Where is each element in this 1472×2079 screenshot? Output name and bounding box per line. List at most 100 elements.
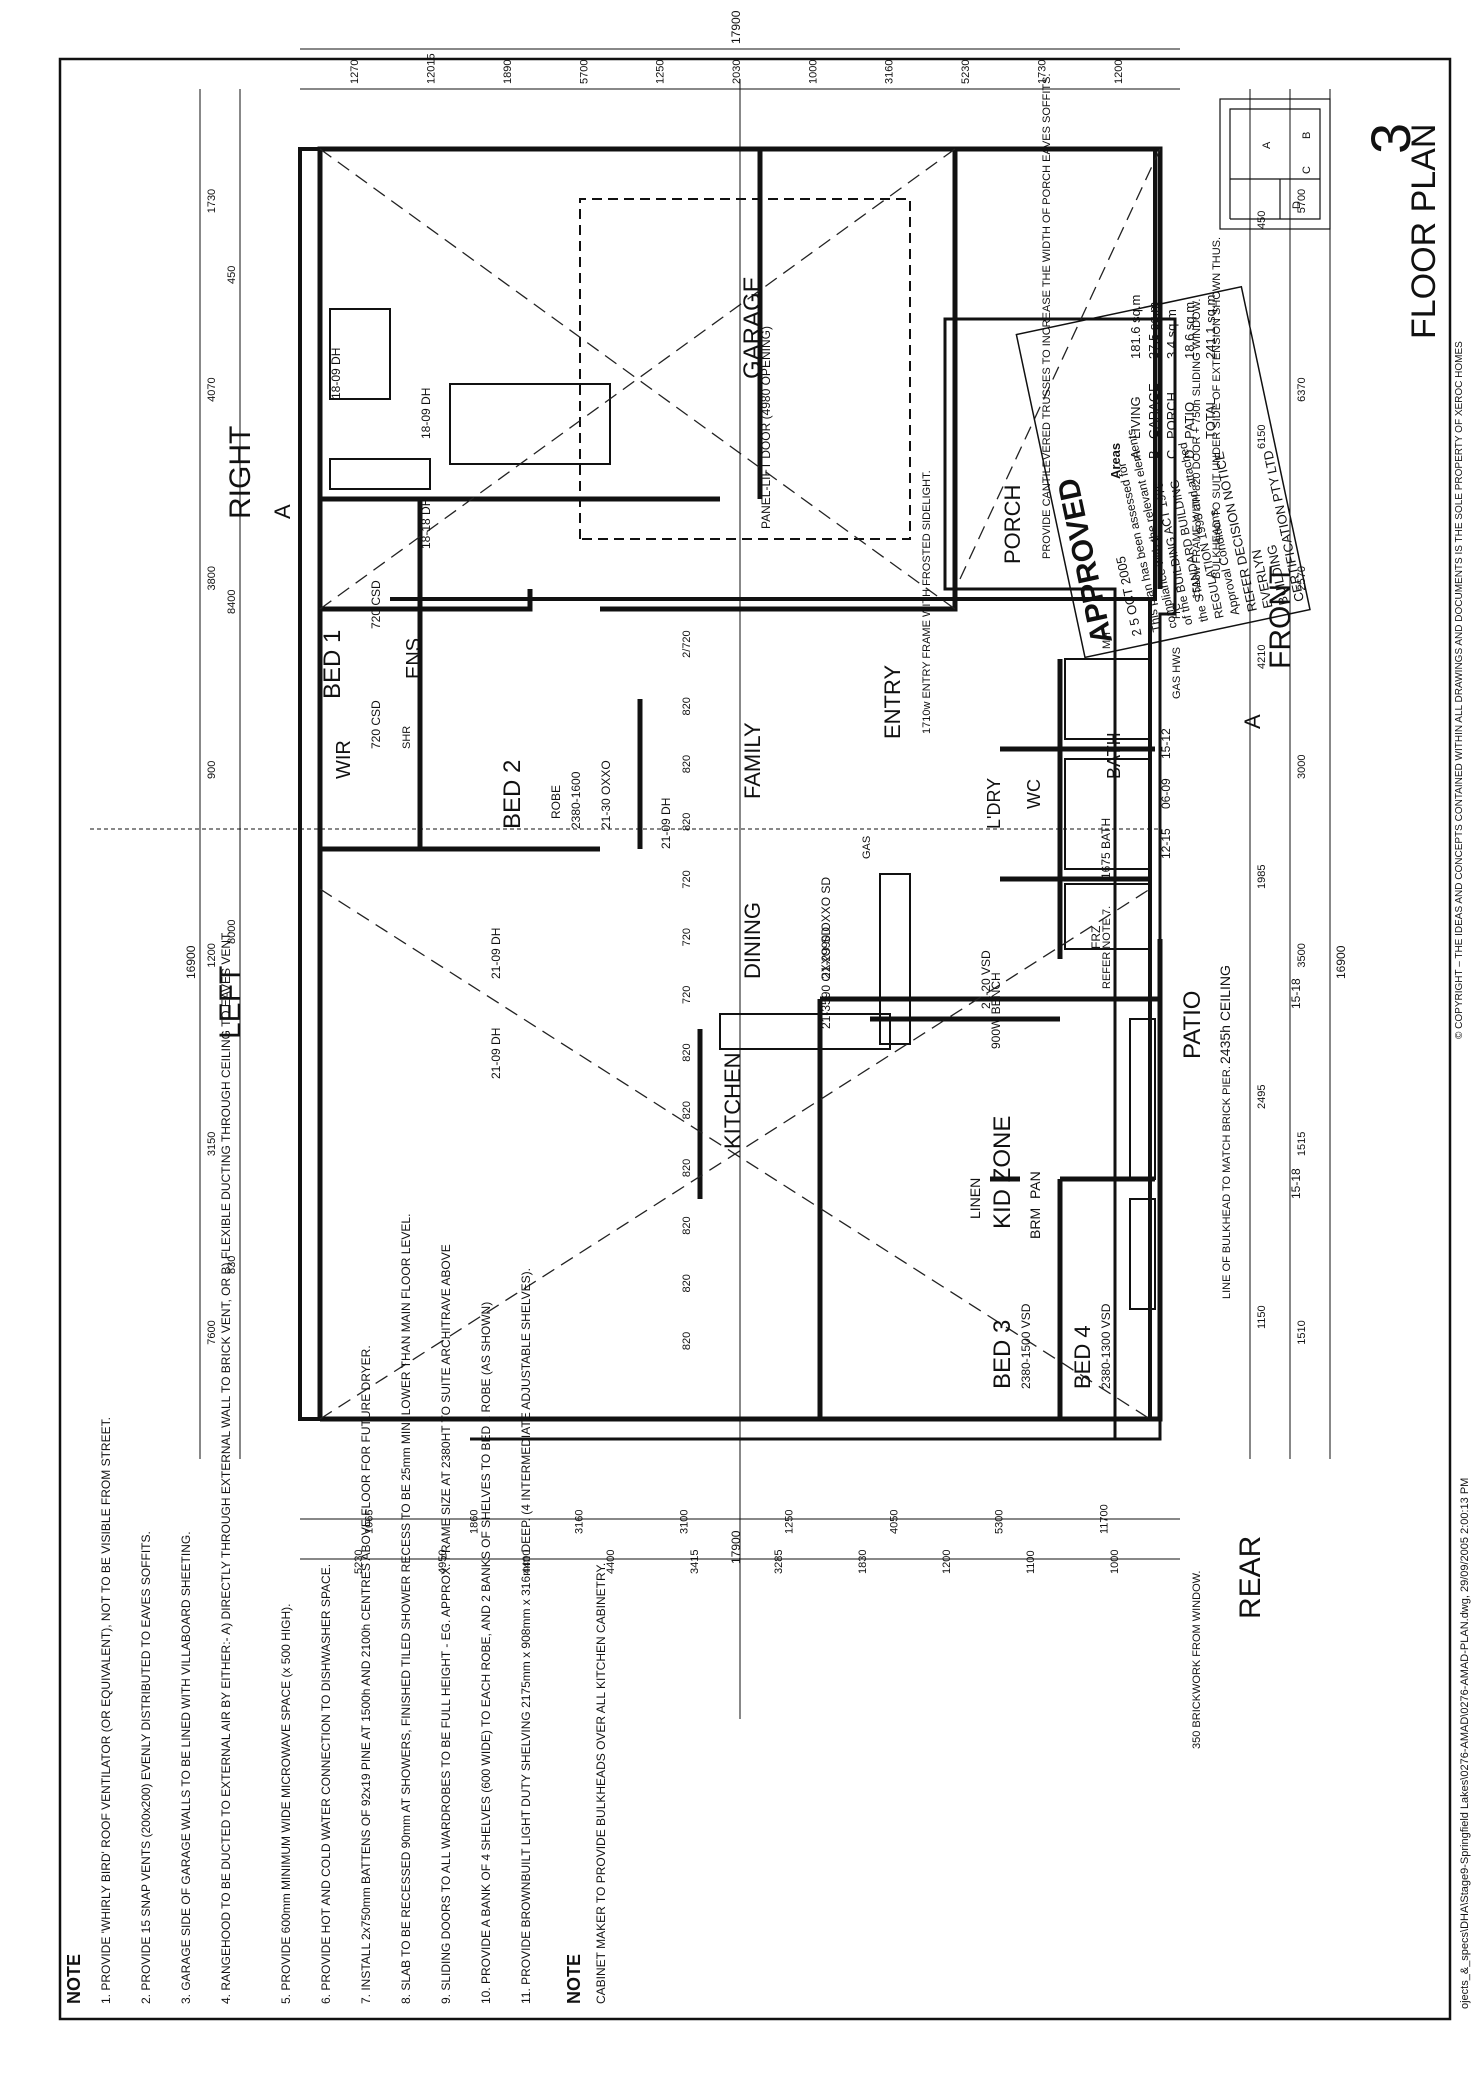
- dim-door-4: 820: [681, 1101, 693, 1119]
- dim-rear-seg-3: 450: [226, 266, 238, 284]
- win-kidzone: 21-3590 OXXO SD: [819, 927, 833, 1029]
- hc-label: HC: [1171, 603, 1183, 619]
- dim-rear-inner-2: 1200: [206, 943, 218, 967]
- key-plan-a: A: [1261, 141, 1273, 149]
- dim-front-seg-4: 6150: [1256, 425, 1268, 449]
- title-block: 3 FLOOR PLAN: [1359, 123, 1443, 339]
- note-7: 7. INSTALL 2x750mm BATTENS OF 92x19 PINE…: [359, 1345, 373, 2004]
- section-mark-rear: A: [270, 504, 295, 519]
- gas-hws: GAS HWS: [1171, 647, 1183, 699]
- room-bed1: BED 1: [319, 630, 346, 699]
- dim-rear-inner-3: 900: [206, 761, 218, 779]
- area-row-a-key: A: [1128, 450, 1143, 459]
- brick-pier-note: LINE OF BULKHEAD TO MATCH BRICK PIER.: [1221, 1066, 1233, 1299]
- area-row-b-value: 37.5 sq.m: [1146, 302, 1161, 359]
- win-family: 21-30 OXXO: [599, 760, 613, 829]
- areas-heading: Areas: [1108, 443, 1123, 479]
- brickwork-note: 350 BRICKWORK FROM WINDOW.: [1191, 1571, 1203, 1749]
- win-bed3-top: 2380-1500 VSD: [1019, 1303, 1033, 1389]
- win-bed2-robe: 2380-1600: [569, 771, 583, 829]
- win-ens: 18-09 DH: [329, 348, 343, 399]
- dim-front-inner-2: 3500: [1296, 943, 1308, 967]
- patio-ceiling: 2435h CEILING: [1217, 965, 1233, 1064]
- sheet-number: 3: [1359, 123, 1422, 154]
- dim-right-seg-3: 5700: [578, 60, 590, 84]
- win-ens-door: 720 CSD: [369, 580, 383, 629]
- area-total-label: TOTAL: [1203, 398, 1218, 439]
- key-plan-d: D: [1291, 201, 1303, 209]
- dim-left-more-9: 1000: [1109, 1550, 1121, 1574]
- area-row-d-value: 18.6 sq.m: [1182, 302, 1197, 359]
- room-brm: BRM: [1027, 1208, 1043, 1239]
- label-front: FRONT: [1264, 566, 1297, 669]
- dim-right-seg-2: 1890: [502, 60, 514, 84]
- win-bath: 15-12: [1159, 728, 1173, 759]
- room-kid-zone: KID ZONE: [989, 1116, 1016, 1229]
- room-ldry: L'DRY: [984, 778, 1004, 829]
- frz-label: FRZ: [1089, 926, 1103, 949]
- room-ens: ENS.: [403, 632, 425, 679]
- area-row-b-key: B: [1146, 450, 1161, 459]
- dim-left-more-6: 1830: [857, 1550, 869, 1574]
- dim-door-7: 720: [681, 928, 693, 946]
- entry-frame-note: 1710w ENTRY FRAME WITH FROSTED SIDELIGHT…: [921, 470, 933, 734]
- mh-label: MH: [1101, 632, 1113, 649]
- room-bed2: BED 2: [499, 760, 526, 829]
- dim-door-5: 820: [681, 1043, 693, 1061]
- room-wir: WIR: [333, 740, 355, 779]
- win-bed3-side: 15-18: [1289, 1168, 1303, 1199]
- room-patio: PATIO: [1179, 991, 1206, 1059]
- dim-front-inner-3: 3000: [1296, 755, 1308, 779]
- area-row-b-name: GARAGE: [1146, 383, 1161, 439]
- interior-lines: [329, 198, 1156, 1310]
- dim-rear-seg-2: 8400: [226, 590, 238, 614]
- room-bath: BATH: [1104, 732, 1124, 779]
- dim-front-inner-0: 1510: [1296, 1320, 1308, 1344]
- dim-rear-inner-1: 3150: [206, 1132, 218, 1156]
- dim-left-seg-1: 1860: [469, 1510, 481, 1534]
- dim-right-seg-6: 1000: [807, 60, 819, 84]
- dim-door-3: 820: [681, 1159, 693, 1177]
- dimension-text: 16900 16900 17900 17900: [184, 10, 1348, 1564]
- key-plan-b: B: [1301, 132, 1313, 139]
- shr-label: SHR: [401, 726, 413, 749]
- dim-rear-seg-1: 8000: [226, 920, 238, 944]
- dim-left-seg-3: 3100: [679, 1510, 691, 1534]
- area-total-value: 241.1 sq.m: [1203, 295, 1218, 359]
- dim-left-seg-7: 11700: [1099, 1504, 1111, 1534]
- sheet-border: [58, 57, 1452, 2021]
- dim-rear-inner-0: 7600: [206, 1320, 218, 1344]
- dim-front-seg-5: 450: [1256, 211, 1268, 229]
- dim-front-seg-2: 1985: [1256, 865, 1268, 889]
- dim-right-seg-4: 1250: [655, 60, 667, 84]
- notes-block: NOTE 1. PROVIDE 'WHIRLY BIRD' ROOF VENTI…: [64, 931, 608, 2004]
- dim-left-seg-4: 1250: [784, 1510, 796, 1534]
- room-linen: LINEN: [967, 1178, 983, 1219]
- copyright-text: © COPYRIGHT – THE IDEAS AND CONCEPTS CON…: [1454, 341, 1465, 1039]
- dim-door-11: 820: [681, 697, 693, 715]
- room-kitchen: KITCHEN: [720, 1052, 745, 1149]
- dim-left-more-1: 4950: [437, 1550, 449, 1574]
- frame-note: 1518w FRAME WITH 820 DOOR + 750h SLIDING…: [1191, 299, 1203, 599]
- ceiling-lines: [319, 148, 1161, 1420]
- orientation-labels: FRONT REAR LEFT RIGHT A A: [214, 426, 1297, 1619]
- dim-door-9: 820: [681, 813, 693, 831]
- win-patio-sd: 21-2990 OXXO SD: [819, 877, 833, 979]
- dim-rear-inner-4: 3800: [206, 566, 218, 590]
- dimension-lines: [199, 48, 1331, 1560]
- dim-left-more-3: 4400: [605, 1550, 617, 1574]
- bulkhead-note: BULKHEAD TO SUIT UNDER SIDE OF EXTENSION…: [1211, 237, 1223, 579]
- area-row-d-name: PATIO: [1182, 402, 1197, 439]
- dim-door-1: 820: [681, 1274, 693, 1292]
- win-wir-robe: 720 CSD: [369, 700, 383, 749]
- label-right: RIGHT: [224, 426, 257, 519]
- room-dining: DINING: [740, 902, 765, 979]
- dim-front-seg-1: 2495: [1256, 1085, 1268, 1109]
- dim-right-seg-5: 2030: [731, 60, 743, 84]
- note-10: 10. PROVIDE A BANK OF 4 SHELVES (600 WID…: [479, 1302, 493, 2004]
- note-cabinet: CABINET MAKER TO PROVIDE BULKHEADS OVER …: [594, 1563, 608, 2004]
- dim-rear-inner-5: 4070: [206, 377, 218, 401]
- room-bed4: BED 4: [1070, 1325, 1095, 1389]
